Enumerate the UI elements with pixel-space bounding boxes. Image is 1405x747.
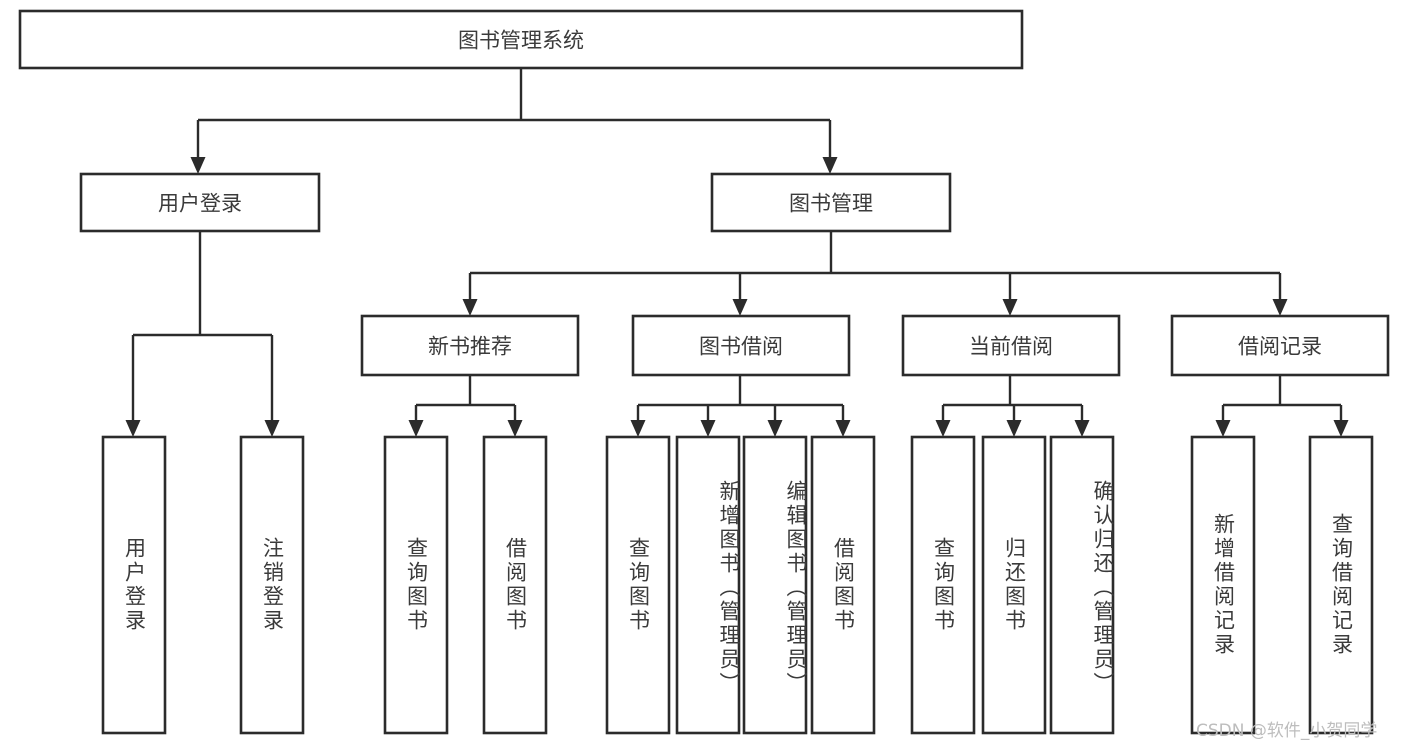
arrow-head [767, 420, 783, 437]
leaf-box-8[interactable] [910, 435, 976, 735]
arrow-head [1333, 420, 1349, 437]
boxes-layer [18, 9, 1390, 735]
arrow-head [835, 420, 851, 437]
connector-g4_to_leaves [1215, 375, 1349, 437]
arrow-head [408, 420, 424, 437]
leaf-box-6[interactable] [742, 435, 808, 735]
level3-label-3: 借阅记录 [1238, 335, 1322, 359]
root-box-0[interactable] [18, 9, 1024, 70]
watermark-text: CSDN @软件_小贺同学 [1196, 721, 1378, 741]
connector-g3_to_leaves [935, 375, 1090, 437]
arrow-head [700, 420, 716, 437]
root-label-0: 图书管理系统 [458, 29, 584, 53]
leaf-box-2[interactable] [383, 435, 449, 735]
level2-box-1[interactable] [710, 172, 952, 233]
arrow-head [1215, 420, 1231, 437]
connector-books_to_level3 [462, 231, 1288, 316]
connector-login_to_leaves [125, 231, 280, 437]
leaf-box-1[interactable] [239, 435, 305, 735]
arrow-head [462, 299, 478, 316]
arrow-head [264, 420, 280, 437]
level2-box-0[interactable] [79, 172, 321, 233]
arrow-head [1002, 299, 1018, 316]
connector-root_to_level2 [190, 68, 838, 174]
arrow-head [630, 420, 646, 437]
connector-g1_to_leaves [408, 375, 523, 437]
level3-label-2: 当前借阅 [969, 335, 1053, 359]
arrow-head [822, 157, 838, 174]
level3-box-0[interactable] [360, 314, 580, 377]
level3-box-1[interactable] [631, 314, 851, 377]
leaf-box-10[interactable] [1049, 435, 1115, 735]
arrow-head [732, 299, 748, 316]
leaf-box-7[interactable] [810, 435, 876, 735]
level3-label-1: 图书借阅 [699, 335, 783, 359]
arrow-head [935, 420, 951, 437]
leaf-box-12[interactable] [1308, 435, 1374, 735]
leaf-box-5[interactable] [675, 435, 741, 735]
level2-label-1: 图书管理 [789, 192, 873, 216]
connector-g2_to_leaves [630, 375, 851, 437]
leaf-box-4[interactable] [605, 435, 671, 735]
connectors-layer [125, 68, 1349, 437]
leaf-box-0[interactable] [101, 435, 167, 735]
level2-label-0: 用户登录 [158, 192, 242, 216]
level3-label-0: 新书推荐 [428, 335, 512, 359]
arrow-head [125, 420, 141, 437]
level3-box-2[interactable] [901, 314, 1121, 377]
arrow-head [1006, 420, 1022, 437]
leaf-box-9[interactable] [981, 435, 1047, 735]
leaf-box-3[interactable] [482, 435, 548, 735]
arrow-head [190, 157, 206, 174]
level3-box-3[interactable] [1170, 314, 1390, 377]
arrow-head [507, 420, 523, 437]
arrow-head [1272, 299, 1288, 316]
leaf-box-11[interactable] [1190, 435, 1256, 735]
arrow-head [1074, 420, 1090, 437]
